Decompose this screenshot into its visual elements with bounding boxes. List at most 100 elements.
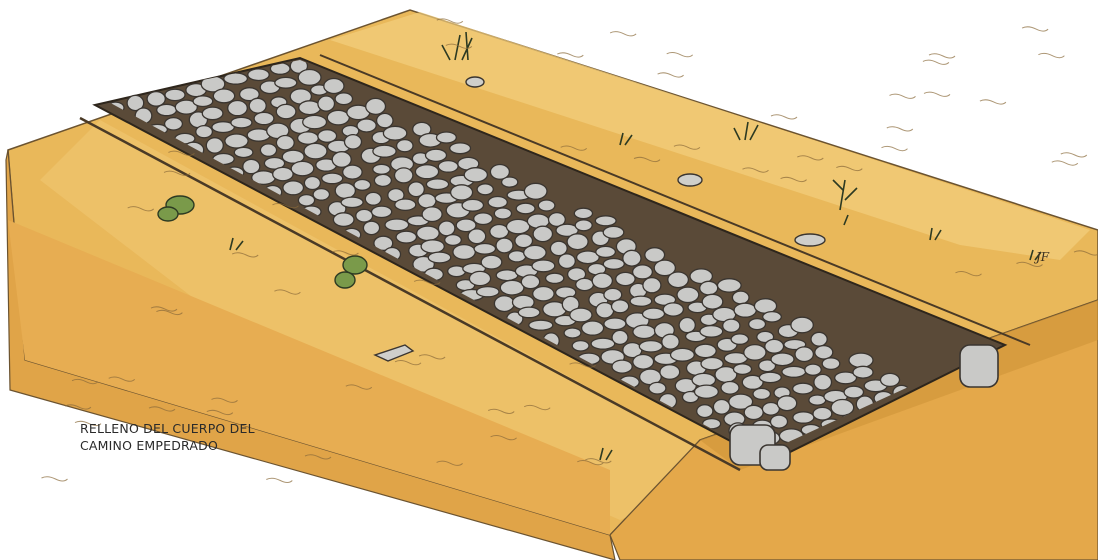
terrain-hatch-stroke — [658, 73, 684, 77]
cobblestone — [165, 118, 183, 130]
cobblestone — [564, 328, 581, 338]
cobblestone — [695, 385, 719, 398]
cobblestone — [718, 279, 742, 292]
cobblestone — [462, 199, 483, 211]
terrain-hatch-stroke — [557, 53, 583, 57]
cobblestone — [591, 338, 615, 349]
cobblestone — [881, 373, 900, 386]
cobblestone — [633, 355, 654, 370]
cobblestone — [596, 246, 616, 257]
cobblestone — [322, 173, 343, 184]
cobblestone — [374, 174, 391, 186]
cobblestone — [702, 294, 723, 309]
cobblestone — [496, 270, 518, 281]
cobblestone — [612, 330, 628, 344]
cobblestone — [283, 181, 304, 195]
cobblestone — [373, 145, 396, 157]
cobblestone — [533, 226, 552, 241]
terrain-hatch-stroke — [42, 477, 68, 481]
cobblestone — [469, 271, 490, 285]
cobblestone — [695, 344, 717, 357]
cobblestone — [396, 231, 416, 243]
cobblestone — [437, 132, 457, 143]
cobblestone — [570, 308, 592, 322]
cobblestone — [415, 165, 438, 179]
cobblestone — [782, 366, 806, 377]
cobblestone — [500, 280, 524, 295]
cobblestone — [395, 199, 416, 210]
cobblestone — [276, 136, 294, 150]
terrain-hatch-stroke — [882, 146, 908, 150]
cobblestone — [668, 272, 689, 288]
cobblestone — [623, 250, 641, 266]
cobblestone — [397, 140, 413, 152]
cobblestone — [791, 317, 813, 333]
cobblestone — [765, 339, 784, 353]
cobblestone — [345, 135, 362, 149]
cobblestone — [494, 296, 514, 312]
cobblestone — [273, 167, 293, 180]
cobblestone — [603, 226, 624, 238]
cobblestone — [451, 185, 473, 200]
cobblestone — [275, 77, 297, 88]
cobblestone — [341, 197, 363, 207]
cobblestone — [234, 147, 253, 157]
cobblestone — [165, 89, 185, 100]
cobblestone — [453, 245, 475, 260]
cobblestone — [604, 288, 622, 301]
cobblestone — [304, 177, 320, 190]
cobblestone — [734, 303, 756, 317]
cobblestone — [228, 101, 248, 116]
cobblestone — [445, 235, 462, 246]
cobblestone — [734, 364, 752, 375]
cobblestone — [538, 200, 555, 211]
cobblestone — [643, 308, 665, 319]
cobblestone — [354, 180, 371, 191]
cobblestone — [418, 194, 436, 208]
cobblestone — [147, 92, 165, 107]
cobblestone — [811, 332, 827, 346]
cobblestone — [649, 382, 666, 394]
cobblestone — [193, 96, 213, 107]
cobblestone — [853, 366, 873, 378]
cobblestone — [426, 149, 447, 161]
cobblestone — [559, 254, 576, 269]
cobblestone — [630, 296, 652, 306]
cobblestone — [567, 234, 588, 250]
cobblestone — [663, 303, 683, 316]
cobblestone — [815, 346, 833, 359]
cobblestone — [196, 126, 213, 138]
cobblestone — [421, 240, 444, 253]
cobblestone — [679, 318, 695, 333]
cobblestone — [592, 273, 612, 288]
cobblestone — [254, 112, 274, 124]
cobblestone — [422, 207, 442, 222]
cobblestone — [849, 353, 873, 367]
cobblestone — [303, 115, 327, 128]
cobblestone — [365, 192, 381, 205]
terrain-hatch-stroke — [1061, 153, 1087, 157]
cobblestone — [633, 265, 653, 279]
cobblestone — [202, 107, 223, 120]
terrain-hatch-stroke — [266, 478, 292, 482]
cobblestone — [428, 252, 450, 263]
cobblestone — [248, 69, 269, 81]
cobblestone — [771, 415, 788, 428]
cobblestone — [373, 164, 390, 174]
cobblestone — [506, 219, 529, 233]
cobblestone — [763, 312, 782, 322]
cobblestone — [356, 209, 373, 222]
terrain-hatch-stroke — [771, 115, 797, 119]
cobblestone — [231, 117, 252, 128]
cobblestone — [383, 126, 406, 140]
cobblestone — [357, 119, 376, 132]
cobblestone — [697, 405, 713, 418]
cobblestone — [616, 272, 635, 285]
cobblestone — [426, 179, 448, 190]
terrain-hatch-stroke — [924, 92, 950, 96]
cobblestone — [612, 300, 629, 313]
cobblestone — [502, 177, 518, 187]
cobblestone — [831, 400, 854, 416]
cobblestone — [324, 79, 344, 94]
